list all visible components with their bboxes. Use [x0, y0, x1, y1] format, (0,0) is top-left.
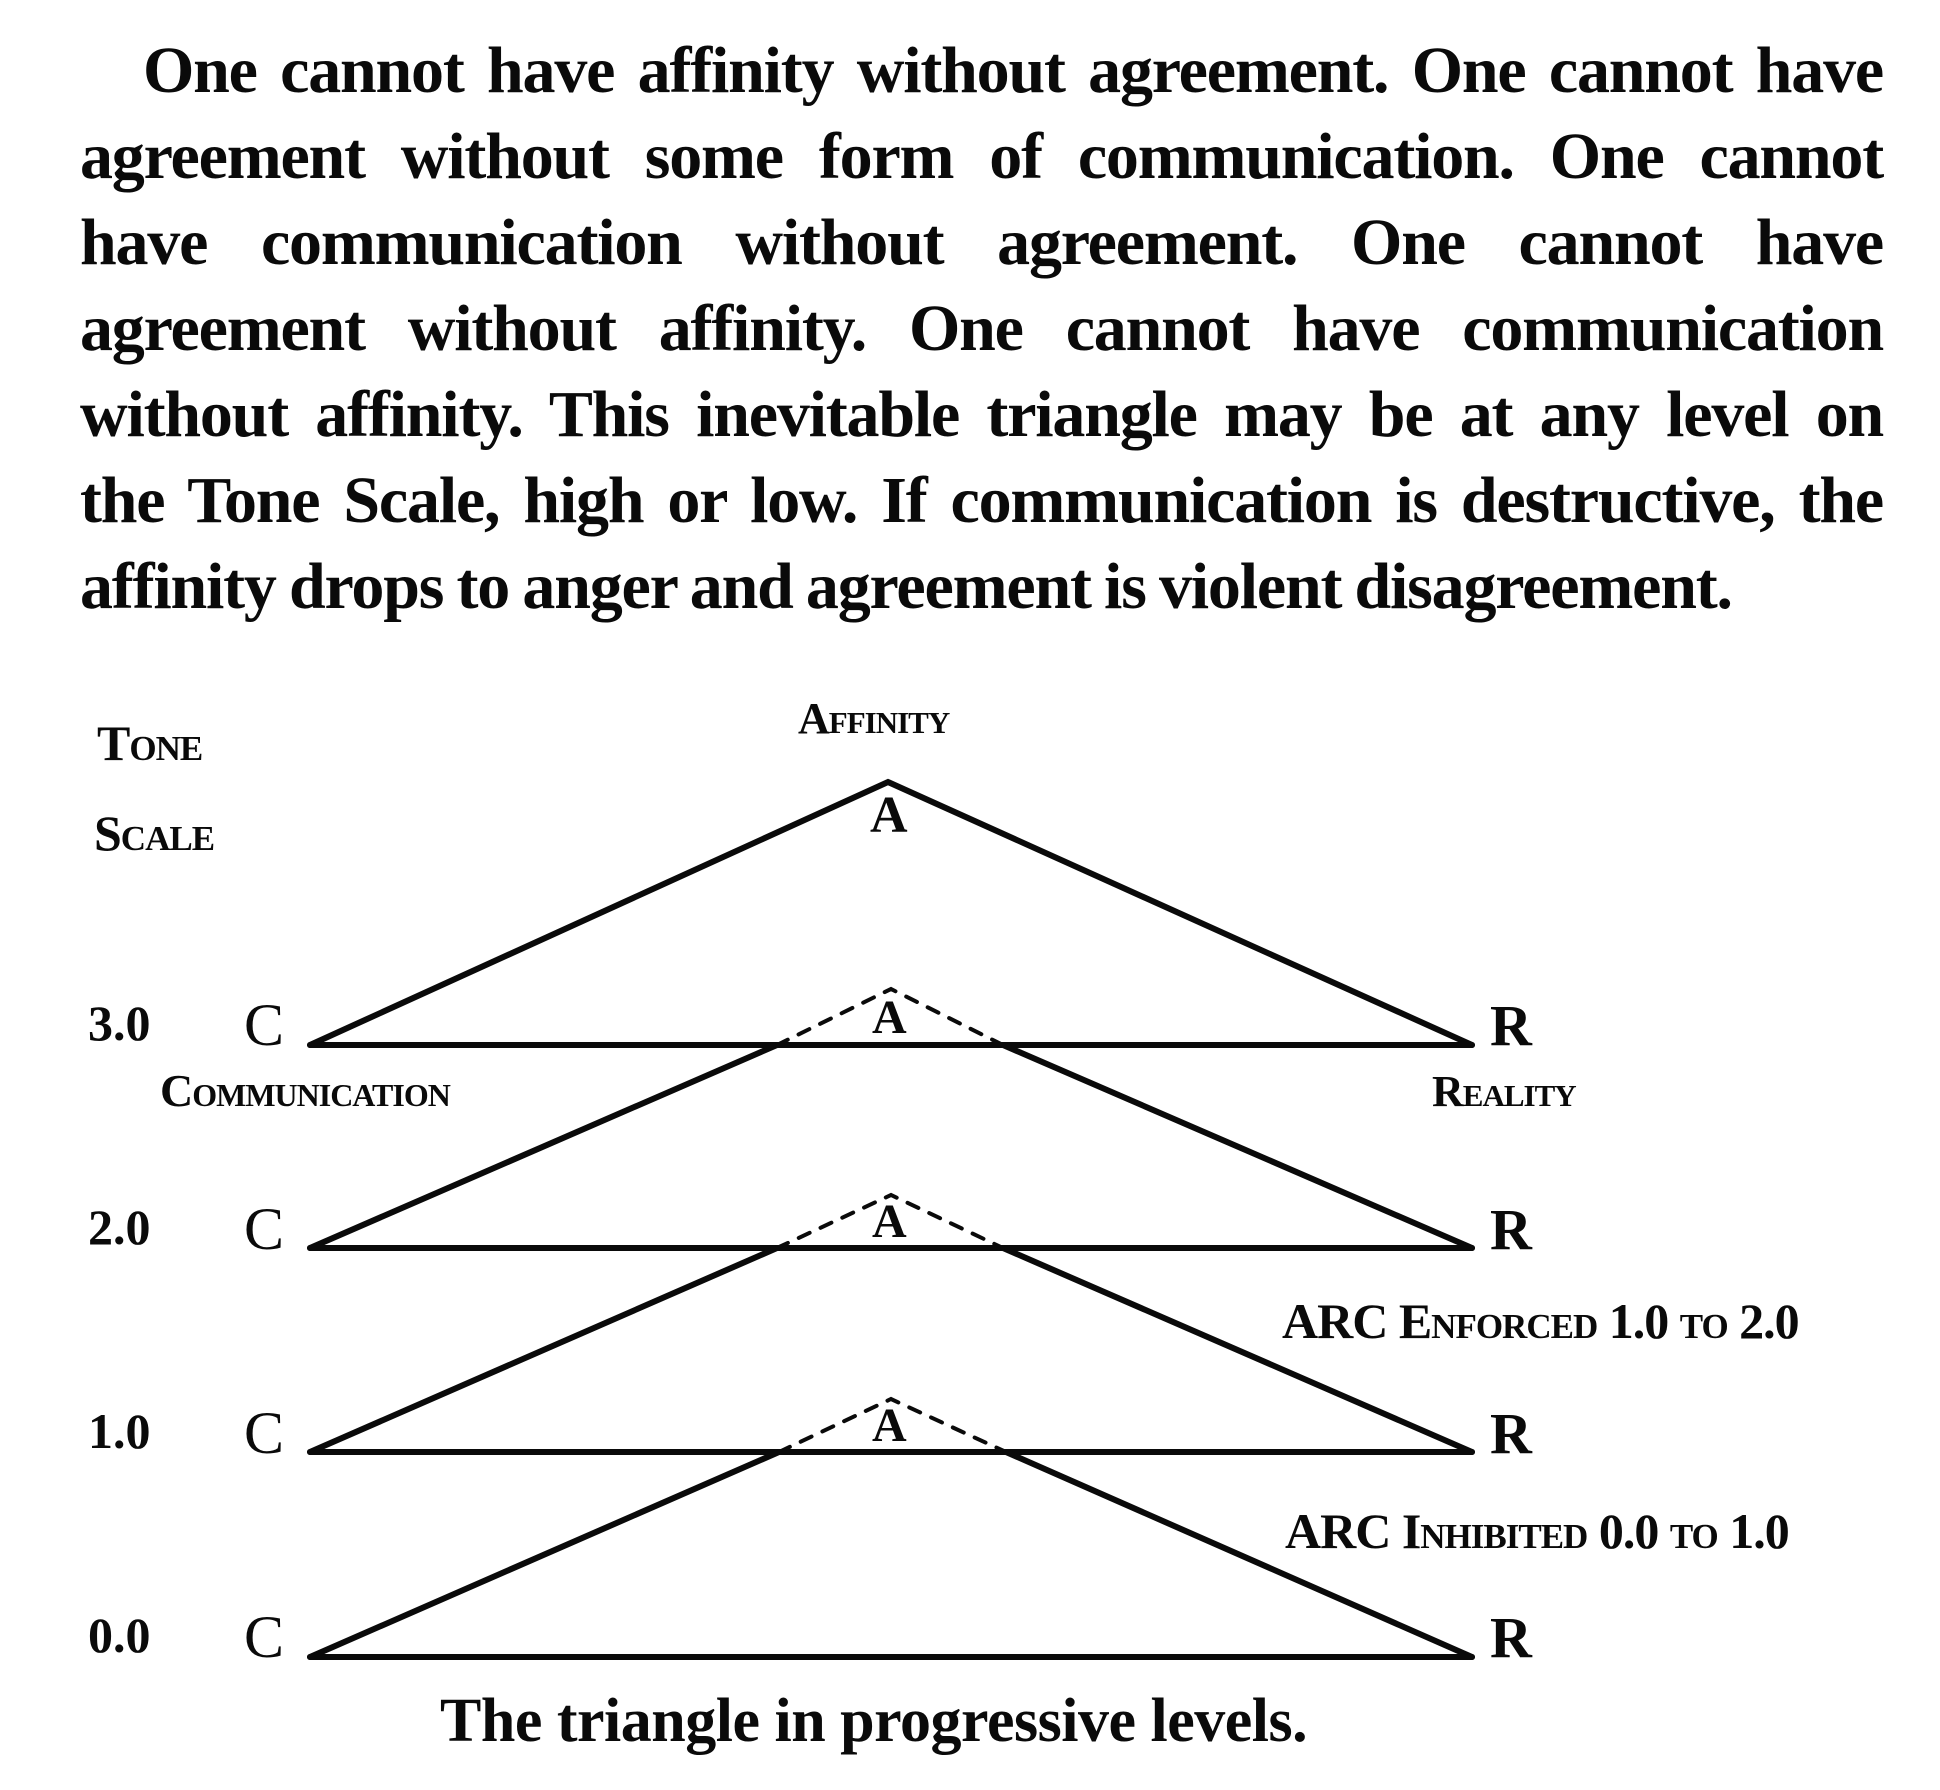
communication-label: Communication	[160, 1065, 451, 1116]
vertex-a-level-0: A	[872, 1399, 907, 1452]
arc-inhibited-annotation: ARC Inhibited 0.0 to 1.0	[1285, 1503, 1790, 1559]
arc-inhibited-from: 0.0	[1598, 1503, 1659, 1559]
tone-level-2: 2.0	[88, 1199, 151, 1255]
arc-inhibited-word: Inhibited	[1401, 1503, 1589, 1559]
tone-level-0: 0.0	[88, 1607, 151, 1663]
paragraph-line: without affinity. This inevitable triang…	[80, 378, 1884, 451]
paragraph-line: affinity drops to anger and agreement is…	[80, 550, 1733, 623]
tone-level-1: 1.0	[88, 1403, 151, 1459]
arc-enforced-from: 1.0	[1608, 1293, 1669, 1349]
arc-enforced-prefix: ARC	[1282, 1293, 1388, 1349]
arc-enforced-annotation: ARC Enforced 1.0 to 2.0	[1282, 1293, 1800, 1349]
figure-caption: The triangle in progressive levels.	[440, 1687, 1308, 1755]
paragraph-line: agreement without affinity. One cannot h…	[80, 292, 1884, 365]
arc-enforced-word: Enforced	[1398, 1293, 1598, 1349]
paragraph-line: agreement without some form of communica…	[80, 120, 1884, 193]
vertex-a-level-1: A	[872, 1195, 907, 1248]
paragraph-line: One cannot have affinity without agreeme…	[143, 34, 1884, 107]
triangle-level-2	[307, 986, 1475, 1251]
vertex-a-level-2: A	[872, 991, 907, 1044]
vertex-c-level-1: C	[244, 1400, 285, 1466]
vertex-r-level-2: R	[1490, 1197, 1532, 1262]
vertex-c-level-0: C	[244, 1604, 285, 1670]
arc-inhibited-to: to	[1669, 1503, 1719, 1559]
vertex-r-level-1: R	[1490, 1401, 1532, 1466]
affinity-label: Affinity	[798, 694, 950, 743]
vertex-r-level-3: R	[1490, 993, 1532, 1058]
arc-inhibited-prefix: ARC	[1285, 1503, 1391, 1559]
vertex-r-level-0: R	[1490, 1605, 1532, 1670]
arc-enforced-range-to: 2.0	[1739, 1293, 1799, 1349]
tone-level-3: 3.0	[88, 995, 151, 1051]
paragraph-line: the Tone Scale, high or low. If communic…	[80, 464, 1884, 537]
vertex-c-level-3: C	[244, 992, 285, 1058]
triangle-level-0	[307, 1396, 1475, 1660]
vertex-a-top: A	[870, 787, 908, 844]
arc-inhibited-range-to: 1.0	[1729, 1503, 1789, 1559]
paragraph-line: have communication without agreement. On…	[80, 206, 1884, 279]
arc-enforced-to: to	[1679, 1293, 1729, 1349]
tone-scale-title-line1: Tone	[97, 715, 203, 771]
triangle-level-3	[307, 778, 1475, 1048]
triangle-level-1	[307, 1192, 1475, 1455]
reality-label: Reality	[1432, 1067, 1577, 1116]
vertex-c-level-2: C	[244, 1196, 285, 1262]
tone-scale-title-line2: Scale	[94, 805, 215, 861]
